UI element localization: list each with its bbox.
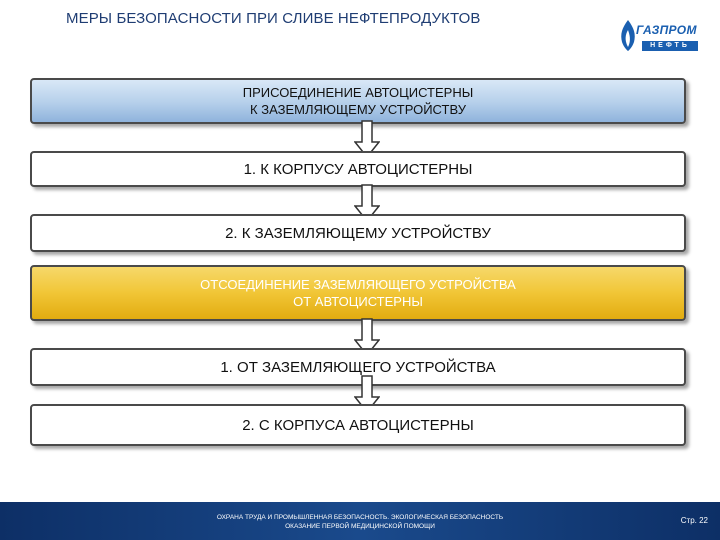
connect-header-line1: ПРИСОЕДИНЕНИЕ АВТОЦИСТЕРНЫ [242, 85, 474, 100]
footer-line-2: ОКАЗАНИЕ ПЕРВОЙ МЕДИЦИНСКОЙ ПОМОЩИ [285, 523, 435, 530]
disconnect-header-line2: ОТ АВТОЦИСТЕРНЫ [293, 294, 423, 309]
connect-header-box: ПРИСОЕДИНЕНИЕ АВТОЦИСТЕРНЫ К ЗАЗЕМЛЯЮЩЕМ… [30, 78, 686, 124]
disconnect-header-line1: ОТСОЕДИНЕНИЕ ЗАЗЕМЛЯЮЩЕГО УСТРОЙСТВА [200, 277, 516, 292]
footer-text: ОХРАНА ТРУДА И ПРОМЫШЛЕННАЯ БЕЗОПАСНОСТЬ… [150, 513, 570, 531]
logo-wordmark: ГАЗПРОМ [636, 23, 697, 37]
connect-step-1: 1. К КОРПУСУ АВТОЦИСТЕРНЫ [30, 151, 686, 187]
down-arrow-icon [354, 318, 380, 356]
company-logo: ГАЗПРОМ НЕФТЬ [618, 18, 698, 56]
disconnect-header-box: ОТСОЕДИНЕНИЕ ЗАЗЕМЛЯЮЩЕГО УСТРОЙСТВА ОТ … [30, 265, 686, 321]
connect-header-line2: К ЗАЗЕМЛЯЮЩЕМУ УСТРОЙСТВУ [250, 102, 466, 117]
down-arrow-icon [354, 184, 380, 222]
slide-title: МЕРЫ БЕЗОПАСНОСТИ ПРИ СЛИВЕ НЕФТЕПРОДУКТ… [66, 10, 481, 27]
connect-step-1-label: 1. К КОРПУСУ АВТОЦИСТЕРНЫ [243, 160, 473, 178]
connect-step-2-label: 2. К ЗАЗЕМЛЯЮЩЕМУ УСТРОЙСТВУ [225, 224, 491, 242]
disconnect-step-1: 1. ОТ ЗАЗЕМЛЯЮЩЕГО УСТРОЙСТВА [30, 348, 686, 386]
disconnect-step-1-label: 1. ОТ ЗАЗЕМЛЯЮЩЕГО УСТРОЙСТВА [220, 358, 496, 376]
disconnect-step-2: 2. С КОРПУСА АВТОЦИСТЕРНЫ [30, 404, 686, 446]
connect-step-2: 2. К ЗАЗЕМЛЯЮЩЕМУ УСТРОЙСТВУ [30, 214, 686, 252]
gazprom-flame-icon [621, 20, 635, 51]
footer-bar: ОХРАНА ТРУДА И ПРОМЫШЛЕННАЯ БЕЗОПАСНОСТЬ… [0, 502, 720, 540]
disconnect-step-2-label: 2. С КОРПУСА АВТОЦИСТЕРНЫ [242, 416, 474, 434]
logo-subtitle: НЕФТЬ [642, 41, 698, 51]
footer-line-1: ОХРАНА ТРУДА И ПРОМЫШЛЕННАЯ БЕЗОПАСНОСТЬ… [216, 514, 504, 521]
page-number: Стр. 22 [680, 516, 708, 525]
down-arrow-icon [354, 120, 380, 158]
